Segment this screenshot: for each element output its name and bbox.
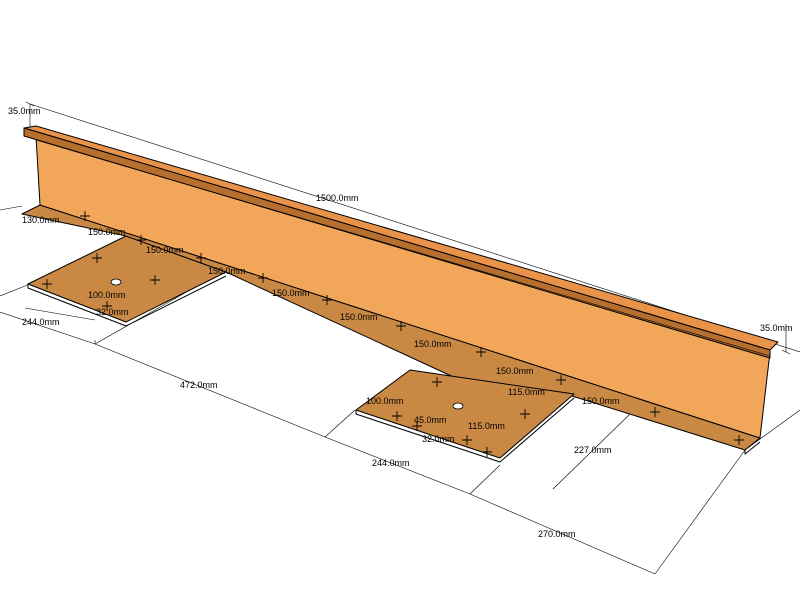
right-mounting-plate[interactable] (355, 369, 575, 459)
dim-right-hole-spacing-2: 115.0mm (468, 421, 505, 431)
dim-left-hole-offset: 100.0mm (88, 290, 126, 300)
dim-right-plate-width: 244.0mm (372, 458, 410, 468)
right-plate-hole (452, 402, 464, 410)
dim-plate-gap: 472.0mm (180, 380, 218, 390)
dim-left-hole-dia: 32.0mm (96, 307, 129, 317)
dim-pitch-8: 150.0mm (582, 396, 620, 406)
left-plate-hole (110, 278, 122, 286)
dim-flange-height: 35.0mm (8, 106, 41, 116)
dim-left-plate-width: 244.0mm (22, 317, 60, 327)
dimension-labels: 35.0mm 1500.0mm 35.0mm 130.0mm 150.0mm 1… (8, 106, 793, 539)
dim-pitch-2: 150.0mm (146, 245, 184, 255)
dim-right-end: 270.0mm (538, 529, 576, 539)
dim-right-notch: 227.0mm (574, 445, 612, 455)
dim-right-hole-edge: 45.0mm (414, 415, 447, 425)
dim-right-hole-spacing: 115.0mm (508, 387, 545, 397)
fixing-crosses (42, 211, 744, 457)
dim-pitch-6: 150.0mm (414, 339, 452, 349)
dim-base-depth: 130.0mm (22, 215, 60, 225)
dim-length: 1500.0mm (316, 193, 359, 203)
dim-pitch-1: 150.0mm (88, 227, 126, 237)
dim-pitch-3: 150.0mm (208, 266, 246, 276)
dim-pitch-7: 150.0mm (496, 366, 534, 376)
dim-right-hole-offset: 100.0mm (366, 396, 404, 406)
top-lip[interactable] (23, 125, 779, 359)
dim-right-flange-height: 35.0mm (760, 323, 793, 333)
dim-right-hole-dia: 32.0mm (422, 434, 455, 444)
dim-pitch-5: 150.0mm (340, 312, 378, 322)
dim-pitch-4: 150.0mm (272, 288, 310, 298)
